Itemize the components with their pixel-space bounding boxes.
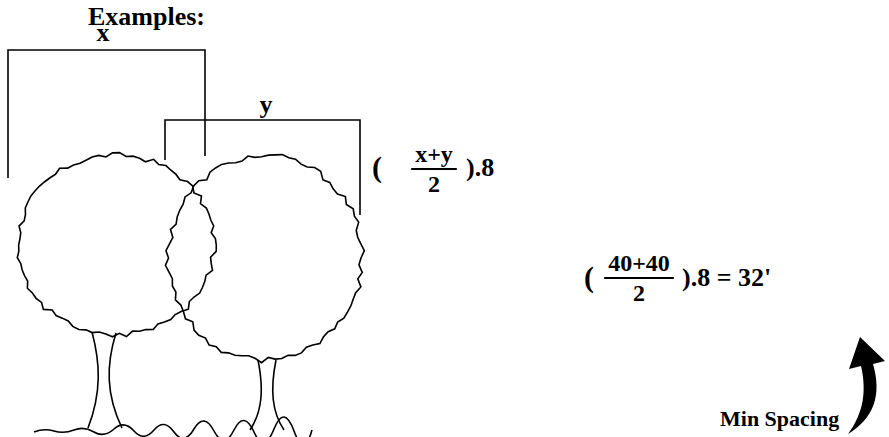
curved-arrow: [848, 337, 885, 434]
fraction-bar: [604, 277, 674, 279]
tree-trunk: [88, 332, 98, 428]
formula-result: ).8 = 32': [682, 265, 771, 291]
tree-trunk: [109, 333, 122, 428]
formula-factor: ).8: [466, 155, 494, 181]
tree-crown: [165, 155, 364, 363]
dimension-letter: y: [260, 92, 273, 118]
dimension-letter: x: [97, 20, 110, 46]
formula-paren: (: [372, 152, 382, 182]
tree-crown: [17, 153, 216, 337]
x-bracket: [8, 50, 205, 178]
formula-denominator: 2: [633, 281, 645, 305]
tree-trunk: [250, 360, 261, 430]
formula-numerator: 40+40: [608, 251, 670, 275]
y-bracket: [165, 120, 360, 215]
formula-denominator: 2: [428, 172, 440, 196]
ground-line: [34, 417, 312, 437]
formula-numerator: x+y: [415, 142, 453, 166]
min-spacing-note: Min Spacing: [720, 408, 839, 430]
fraction-bar: [411, 168, 457, 170]
formula-paren: (: [584, 262, 594, 292]
